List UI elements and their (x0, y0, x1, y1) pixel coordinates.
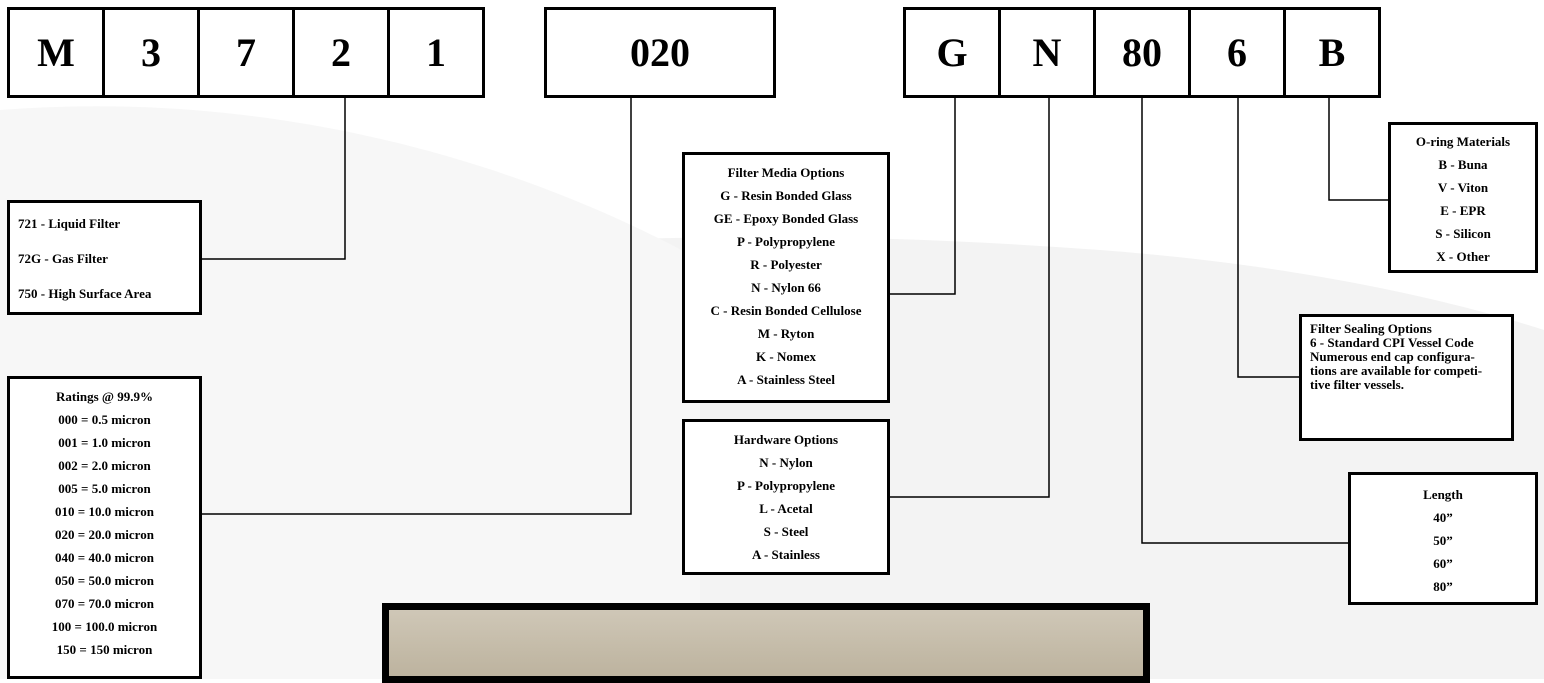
length-title: Length (1351, 483, 1535, 506)
filter-media-title: Filter Media Options (685, 161, 887, 184)
oring-option: B - Buna (1391, 153, 1535, 176)
rating-option: 040 = 40.0 micron (10, 546, 199, 569)
rating-option: 100 = 100.0 micron (10, 615, 199, 638)
oring-title: O-ring Materials (1391, 130, 1535, 153)
media-option: A - Stainless Steel (685, 368, 887, 391)
connector-hardware (890, 98, 1049, 497)
rating-option: 150 = 150 micron (10, 638, 199, 661)
oring-option: E - EPR (1391, 199, 1535, 222)
length-option: 80” (1351, 575, 1535, 598)
sealing-line: tions are available for competi- (1310, 364, 1511, 378)
oring-option: X - Other (1391, 245, 1535, 268)
series-option: 750 - High Surface Area (18, 276, 199, 311)
code-box-series-digit-1: 3 (102, 7, 200, 98)
rating-option: 010 = 10.0 micron (10, 500, 199, 523)
hardware-option: P - Polypropylene (685, 474, 887, 497)
connector-media (890, 98, 955, 294)
rating-option: 000 = 0.5 micron (10, 408, 199, 431)
product-photo (382, 603, 1150, 683)
rating-option: 070 = 70.0 micron (10, 592, 199, 615)
sealing-line: tive filter vessels. (1310, 378, 1511, 392)
media-option: M - Ryton (685, 322, 887, 345)
code-box-rating: 020 (544, 7, 776, 98)
series-options-box: 721 - Liquid Filter 72G - Gas Filter 750… (7, 200, 202, 315)
ratings-title: Ratings @ 99.9% (10, 385, 199, 408)
media-option: GE - Epoxy Bonded Glass (685, 207, 887, 230)
sealing-line: Numerous end cap configura- (1310, 350, 1511, 364)
length-box: Length 40” 50” 60” 80” (1348, 472, 1538, 605)
sealing-line: 6 - Standard CPI Vessel Code (1310, 336, 1511, 350)
code-box-media: G (903, 7, 1001, 98)
media-option: G - Resin Bonded Glass (685, 184, 887, 207)
length-option: 40” (1351, 506, 1535, 529)
rating-option: 001 = 1.0 micron (10, 431, 199, 454)
ratings-box: Ratings @ 99.9% 000 = 0.5 micron 001 = 1… (7, 376, 202, 679)
length-option: 50” (1351, 529, 1535, 552)
filter-media-box: Filter Media Options G - Resin Bonded Gl… (682, 152, 890, 403)
media-option: N - Nylon 66 (685, 276, 887, 299)
hardware-option: L - Acetal (685, 497, 887, 520)
oring-option: V - Viton (1391, 176, 1535, 199)
code-box-series-letter: M (7, 7, 105, 98)
code-box-series-digit-3: 2 (292, 7, 390, 98)
filter-sealing-box: Filter Sealing Options 6 - Standard CPI … (1299, 314, 1514, 441)
series-option: 72G - Gas Filter (18, 241, 199, 276)
code-box-series-digit-2: 7 (197, 7, 295, 98)
connector-sealing (1238, 98, 1299, 377)
series-option: 721 - Liquid Filter (18, 206, 199, 241)
media-option: P - Polypropylene (685, 230, 887, 253)
code-box-series-digit-4: 1 (387, 7, 485, 98)
code-box-oring: B (1283, 7, 1381, 98)
hardware-option: A - Stainless (685, 543, 887, 566)
media-option: R - Polyester (685, 253, 887, 276)
hardware-options-box: Hardware Options N - Nylon P - Polypropy… (682, 419, 890, 575)
hardware-title: Hardware Options (685, 428, 887, 451)
rating-option: 005 = 5.0 micron (10, 477, 199, 500)
rating-option: 050 = 50.0 micron (10, 569, 199, 592)
connector-rating (200, 98, 631, 514)
oring-materials-box: O-ring Materials B - Buna V - Viton E - … (1388, 122, 1538, 273)
media-option: C - Resin Bonded Cellulose (685, 299, 887, 322)
rating-option: 020 = 20.0 micron (10, 523, 199, 546)
length-option: 60” (1351, 552, 1535, 575)
hardware-option: S - Steel (685, 520, 887, 543)
code-box-length: 80 (1093, 7, 1191, 98)
sealing-title: Filter Sealing Options (1310, 322, 1511, 336)
connector-series (200, 98, 345, 259)
oring-option: S - Silicon (1391, 222, 1535, 245)
code-box-sealing: 6 (1188, 7, 1286, 98)
hardware-option: N - Nylon (685, 451, 887, 474)
rating-option: 002 = 2.0 micron (10, 454, 199, 477)
code-box-hardware: N (998, 7, 1096, 98)
media-option: K - Nomex (685, 345, 887, 368)
connector-oring (1329, 98, 1391, 200)
